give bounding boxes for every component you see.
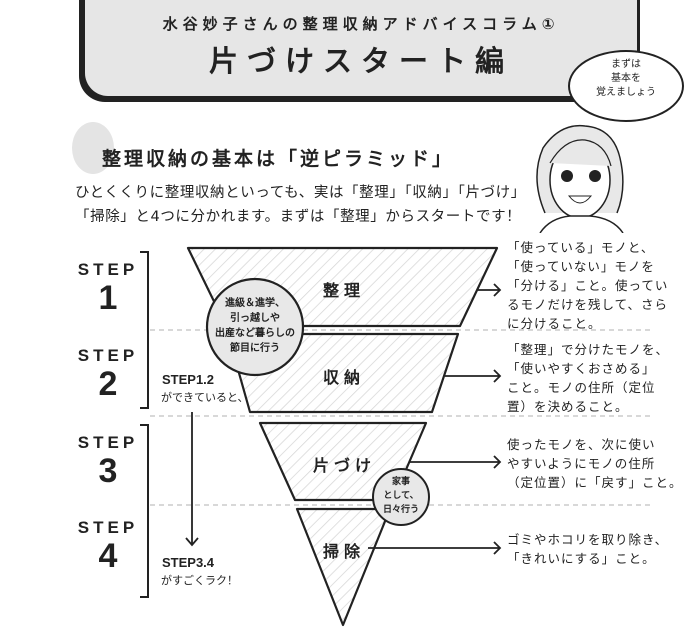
step-description: ゴミやホコリを取り除き、「きれいにする」こと。 (507, 532, 669, 566)
step-label: STEP (77, 260, 139, 279)
tier-label: 収納 (323, 368, 366, 387)
circle-step12-text: 進級＆進学、引っ越しや出産など暮らしの節目に行う (215, 298, 295, 354)
tier-label: 片づけ (313, 456, 377, 475)
arrow-right-icon (445, 369, 502, 383)
bracket-step34 (140, 424, 149, 598)
bracket-step12 (140, 251, 149, 409)
page-title: 片づけスタート編 (208, 44, 513, 78)
note-title: STEP1.2 (162, 372, 215, 387)
section-heading: 整理収納の基本は「逆ピラミッド」 (102, 148, 455, 170)
circle-step34-text: 家事として、日々行う (382, 477, 419, 515)
header-banner: 水谷妙子さんの整理収納アドバイスコラム① 片づけスタート編 (82, 0, 640, 99)
bubble-line: 覚えましょう (596, 87, 656, 98)
bubble-line: 基本を (611, 73, 641, 84)
tier-label: 整理 (323, 281, 366, 300)
bubble-line: まずは (611, 59, 641, 70)
step-number: 4 (98, 537, 118, 575)
arrow-down-icon (185, 412, 199, 547)
circle-step34 (372, 468, 430, 526)
arrow-right-icon (478, 283, 502, 297)
step-number: 3 (98, 452, 118, 490)
character-illustration (536, 124, 624, 233)
step-label: STEP (77, 518, 139, 537)
note-title: STEP3.4 (162, 555, 215, 570)
step-number: 1 (98, 279, 118, 317)
speech-bubble: まずは 基本を 覚えましょう (568, 50, 684, 122)
note-text: ができていると、 (161, 391, 249, 404)
step-description: 「整理」で分けたモノを、「使いやすくおさめる」こと。モノの住所（定位置）を決める… (507, 342, 670, 414)
step-number: 2 (98, 365, 118, 403)
intro-text: 「掃除」と4つに分かれます。まずは「整理」からスタートです！ (75, 209, 522, 225)
heading-cloud-decoration (72, 122, 114, 174)
note-text: がすごくラク！ (161, 574, 238, 587)
arrow-right-icon (368, 541, 502, 555)
arrow-right-icon (410, 455, 502, 469)
step-description: 「使っている」モノと、「使っていない」モノを「分ける」こと。使っているモノだけを… (507, 240, 669, 331)
step-label: STEP (77, 433, 139, 452)
intro-text: ひとくくりに整理収納といっても、実は「整理」「収納」「片づけ」 (75, 185, 526, 201)
column-subtitle: 水谷妙子さんの整理収納アドバイスコラム① (162, 15, 560, 33)
tier-soji (295, 507, 392, 627)
tier-label: 掃除 (323, 542, 366, 561)
step-label: STEP (77, 346, 139, 365)
circle-step12 (205, 277, 305, 377)
step-description: 使ったモノを、次に使いやすいようにモノの住所（定位置）に「戻す」こと。 (507, 437, 683, 490)
